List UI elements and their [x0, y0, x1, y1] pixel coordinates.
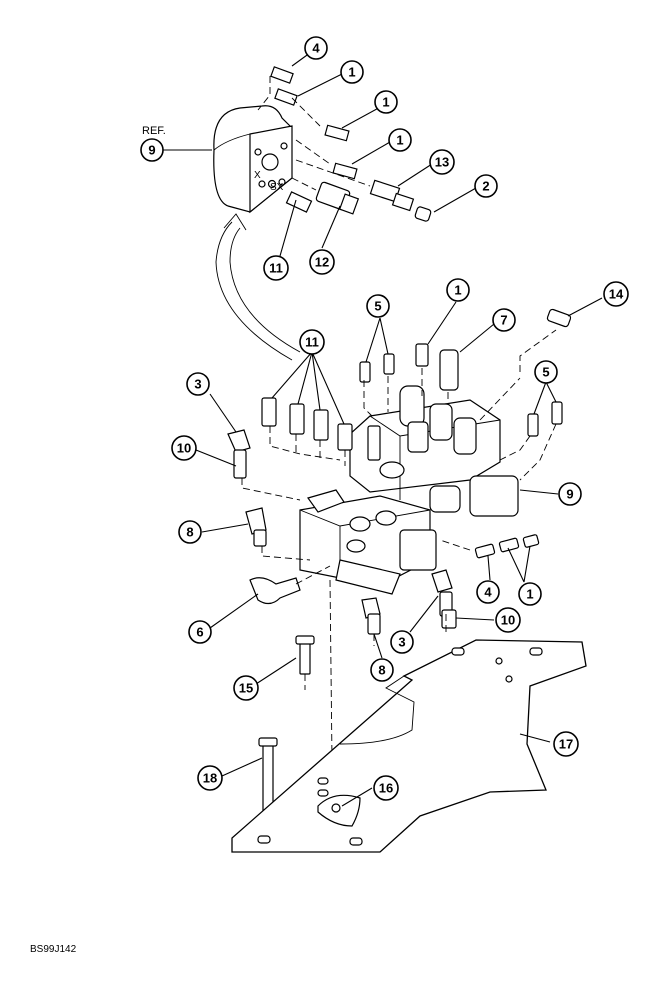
- callout-number: 8: [378, 663, 385, 678]
- callout-7: 7: [492, 308, 516, 332]
- callout-1: 1: [374, 90, 398, 114]
- callout-11: 11: [299, 329, 325, 355]
- callout-9: 9: [558, 482, 582, 506]
- callout-number: 1: [348, 65, 355, 80]
- callout-15: 15: [233, 675, 259, 701]
- callout-18: 18: [197, 765, 223, 791]
- figure-code: BS99J142: [30, 944, 77, 955]
- callout-17: 17: [553, 731, 579, 757]
- callout-number: 10: [501, 613, 515, 628]
- callout-12: 12: [309, 249, 335, 275]
- callout-number: 11: [305, 335, 319, 350]
- callout-number: 14: [609, 287, 624, 302]
- callout-number: 10: [177, 441, 191, 456]
- callout-number: 1: [382, 95, 389, 110]
- callout-3: 3: [186, 372, 210, 396]
- ref-label: REF.: [142, 125, 166, 137]
- callout-number: 1: [454, 283, 461, 298]
- callout-13: 13: [429, 149, 455, 175]
- callout-14: 14: [603, 281, 629, 307]
- callout-number: 3: [194, 377, 201, 392]
- callout-number: 12: [315, 255, 329, 270]
- callout-5: 5: [534, 360, 558, 384]
- callout-1: 1: [446, 278, 470, 302]
- callout-1: 1: [340, 60, 364, 84]
- valve-fittings: [227, 308, 572, 813]
- callout-number: 3: [398, 635, 405, 650]
- callout-number: 1: [396, 133, 403, 148]
- svg-text:X: X: [254, 170, 261, 181]
- callout-8: 8: [178, 520, 202, 544]
- callout-number: 16: [379, 781, 393, 796]
- callout-number: 13: [435, 155, 449, 170]
- callout-6: 6: [188, 620, 212, 644]
- callout-number: 15: [239, 681, 253, 696]
- callout-1: 1: [388, 128, 412, 152]
- callout-number: 1: [526, 587, 533, 602]
- callout-number: 9: [148, 143, 155, 158]
- callout-number: 9: [566, 487, 573, 502]
- callout-number: 17: [559, 737, 573, 752]
- callout-4: 4: [476, 580, 500, 604]
- callout-number: 2: [482, 179, 489, 194]
- callout-number: 4: [312, 41, 320, 56]
- callout-number: 4: [484, 585, 492, 600]
- mounting-plate: [231, 639, 587, 853]
- callout-2: 2: [474, 174, 498, 198]
- callout-3: 3: [390, 630, 414, 654]
- callout-16: 16: [373, 775, 399, 801]
- callout-1: 1: [518, 582, 542, 606]
- svg-text:SX: SX: [270, 182, 284, 193]
- leader-lines: [160, 49, 603, 807]
- callout-number: 18: [203, 771, 217, 786]
- callout-number: 7: [500, 313, 507, 328]
- callout-4: 4: [304, 36, 328, 60]
- callout-11: 11: [263, 255, 289, 281]
- callout-number: 6: [196, 625, 203, 640]
- callout-number: 8: [186, 525, 193, 540]
- top-fittings: [270, 66, 432, 222]
- callout-5: 5: [366, 294, 390, 318]
- callout-8: 8: [370, 658, 394, 682]
- callout-number: 11: [269, 261, 283, 276]
- callout-number: 5: [374, 299, 381, 314]
- callout-9-ref: REF. 9: [140, 125, 166, 162]
- ref-pump-body: X SX: [213, 105, 293, 214]
- callout-number: 5: [542, 365, 549, 380]
- callout-10: 10: [495, 607, 521, 633]
- main-control-valve: [299, 385, 519, 595]
- callout-10: 10: [171, 435, 197, 461]
